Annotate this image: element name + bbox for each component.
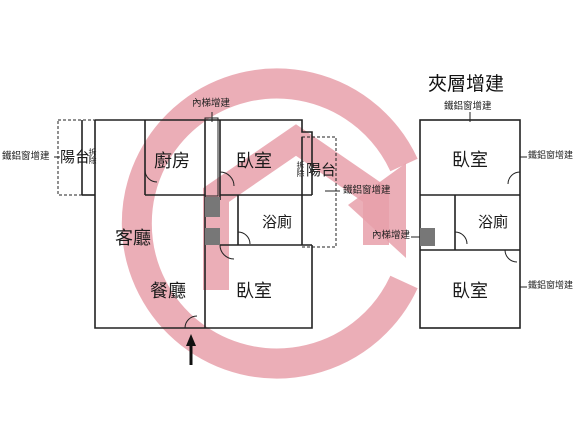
room-kitchen: 廚房 — [154, 151, 190, 172]
room-balcony-east: 陽台 — [306, 161, 337, 179]
room-bedroom-top: 臥室 — [452, 150, 488, 171]
note-window-right-top: 鐵鋁窗增建 — [528, 151, 574, 161]
note-window-west: 鐵鋁窗增建 — [2, 151, 50, 162]
room-bedroom-south: 臥室 — [236, 281, 272, 302]
note-internal-stair-mezzanine: 內梯增建 — [372, 230, 411, 241]
note-internal-stair: 內梯增建 — [192, 98, 231, 109]
room-bedroom-north: 臥室 — [236, 151, 272, 172]
room-balcony-west: 陽台 — [60, 148, 91, 166]
title-mezzanine: 夾層增建 — [428, 73, 505, 95]
room-living: 客廳 — [115, 228, 151, 249]
note-window-right-bottom: 鐵鋁窗增建 — [528, 281, 574, 291]
note-west-vertical: 拆除 — [88, 148, 97, 164]
room-dining: 餐廳 — [150, 281, 186, 302]
room-bathroom-mezzanine: 浴廁 — [478, 213, 509, 231]
note-window-top: 鐵鋁窗增建 — [444, 101, 492, 112]
note-window-east: 鐵鋁窗增建 — [343, 185, 391, 196]
note-east-vertical: 拆除 — [296, 161, 305, 177]
room-bathroom: 浴廁 — [262, 213, 293, 231]
room-bedroom-bottom: 臥室 — [452, 281, 488, 302]
